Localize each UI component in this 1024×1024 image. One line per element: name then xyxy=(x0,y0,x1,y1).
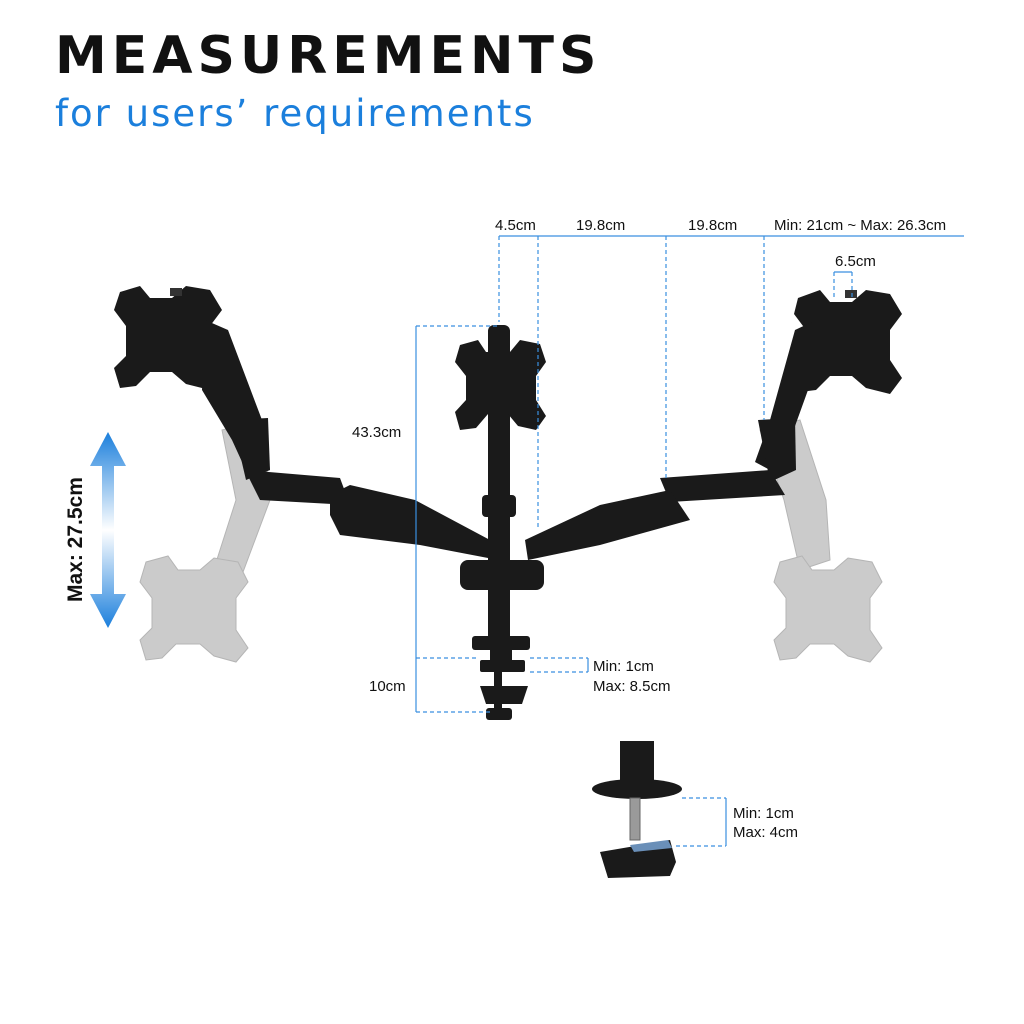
center-pole xyxy=(455,325,546,645)
desk-clamp xyxy=(472,636,530,720)
label-clamp-height: 10cm xyxy=(369,678,406,695)
label-top-offset: 4.5cm xyxy=(495,217,536,234)
label-grommet-min: Min: 1cm xyxy=(733,805,794,822)
label-arm-segment-2: 19.8cm xyxy=(688,217,737,234)
page-subtitle: for users’ requirements xyxy=(55,92,535,135)
right-monitor-arm xyxy=(525,290,902,560)
label-pole-height: 43.3cm xyxy=(352,424,401,441)
left-monitor-arm xyxy=(114,286,490,558)
page-title: MEASUREMENTS xyxy=(55,26,602,86)
label-vertical-travel: Max: 27.5cm xyxy=(64,477,87,602)
label-arm-segment-1: 19.8cm xyxy=(576,217,625,234)
label-vesa-offset: 6.5cm xyxy=(835,253,876,270)
grommet-mount xyxy=(592,741,682,878)
label-clamp-max: Max: 8.5cm xyxy=(593,678,671,695)
label-clamp-min: Min: 1cm xyxy=(593,658,654,675)
label-grommet-max: Max: 4cm xyxy=(733,824,798,841)
label-arm-extension: Min: 21cm ~ Max: 26.3cm xyxy=(774,217,946,234)
double-arrow-vertical-icon xyxy=(90,432,126,628)
dimension-lines xyxy=(415,235,964,847)
